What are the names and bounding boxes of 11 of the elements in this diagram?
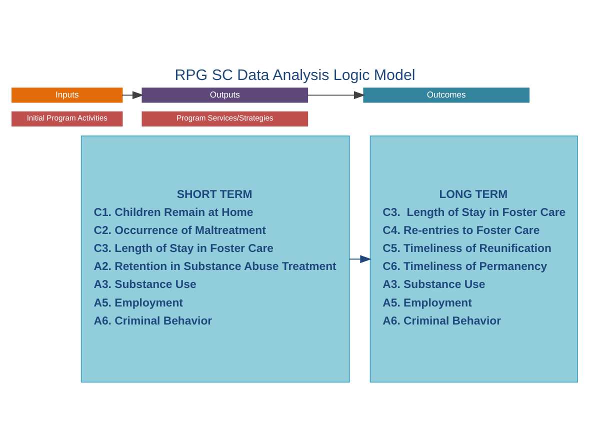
arrow	[122, 91, 144, 100]
node-box: Outcomes	[363, 88, 530, 103]
node-box: LONG TERM C3. Length of Stay in Foster Care C4. Re-entries to Foster Care C5. Timeliness of Reunification C6. Timeliness of Permanency A3. Substance Use A5. Employment A6. Criminal Behavior	[370, 136, 578, 383]
node-box: Initial Program Activities	[12, 111, 123, 127]
arrow	[307, 91, 366, 100]
diagram-title: RPG SC Data Analysis Logic Model	[174, 66, 416, 84]
node-box: SHORT TERM C1. Children Remain at Home C2. Occurrence of Maltreatment C3. Length of Stay in Foster Care A2. Retention in Substance Abuse Treatment A3. Substance Use A5. Employment A6. Criminal Behavior	[80, 136, 350, 383]
node-box: Inputs	[12, 88, 123, 103]
arrow	[348, 255, 372, 264]
node-box: Outputs	[142, 88, 308, 103]
node-box: Program Services/Strategies	[142, 111, 308, 127]
